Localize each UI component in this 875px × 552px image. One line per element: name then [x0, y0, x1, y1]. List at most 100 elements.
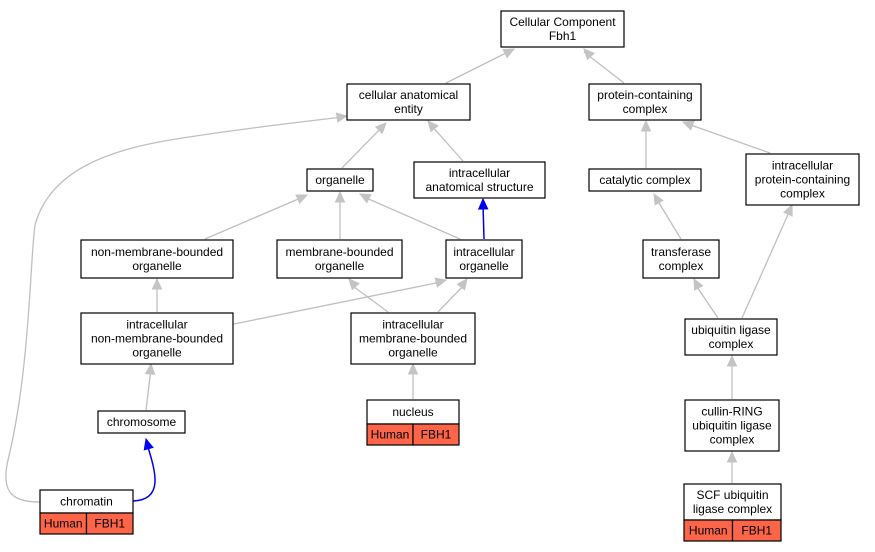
node-label-line: protein-containing — [755, 173, 850, 187]
edge-line — [430, 124, 464, 162]
node-catalytic[interactable]: catalytic complex — [588, 168, 702, 192]
node-label-line: entity — [394, 102, 423, 116]
node-label-line: intracellular — [126, 318, 187, 332]
edge-nucleus-to-intra_mem — [407, 362, 419, 399]
gene-tag — [412, 423, 460, 446]
arrow-head-icon — [502, 48, 516, 59]
node-label-line: membrane-bounded — [359, 332, 467, 346]
arrow-head-icon — [477, 197, 489, 210]
node-label-line: nucleus — [392, 405, 433, 419]
node-box — [80, 239, 234, 279]
edge-cell_anat-to-cc_fbh1 — [445, 48, 516, 84]
edge-line — [132, 443, 156, 502]
edge-intra_nonmem-to-intra_org — [233, 277, 448, 325]
arrow-head-icon — [348, 278, 360, 291]
arrow-head-icon — [726, 354, 738, 367]
edge-mem_org-to-organelle — [334, 190, 346, 239]
arrow-head-icon — [434, 277, 448, 288]
arrow-head-icon — [653, 192, 664, 206]
node-box — [306, 168, 374, 192]
node-label-line: complex — [710, 433, 755, 447]
node-label-line: anatomical structure — [425, 180, 533, 194]
node-box — [684, 318, 778, 356]
arrow-head-icon — [583, 48, 595, 61]
arrow-head-icon — [334, 190, 346, 203]
node-label-line: Fbh1 — [549, 29, 577, 43]
node-label-line: ubiquitin ligase — [692, 419, 772, 433]
node-label-line: intracellular — [772, 159, 833, 173]
edge-cullin-to-ubiq — [726, 354, 738, 399]
edge-scf-to-cullin — [726, 450, 738, 483]
edge-intra_org-to-organelle — [358, 193, 461, 240]
node-label-line: membrane-bounded — [285, 245, 393, 259]
node-label-line: chromosome — [107, 415, 177, 429]
edge-chromatin-to-chromosome — [132, 437, 156, 502]
node-box — [500, 10, 625, 48]
edge-organelle-to-cell_anat — [341, 122, 387, 169]
node-label-line: SCF ubiquitin — [696, 488, 768, 502]
node-label-line: non-membrane-bounded — [91, 332, 223, 346]
arrow-head-icon — [640, 119, 652, 132]
edge-line — [341, 124, 385, 169]
node-label-line: complex — [780, 187, 825, 201]
arrow-head-icon — [374, 122, 387, 135]
node-label-line: protein-containing — [597, 88, 692, 102]
species-tag-label: Human — [371, 428, 410, 442]
edge-line — [655, 197, 682, 240]
node-chromosome[interactable]: chromosome — [97, 410, 186, 434]
edges-layer — [5, 48, 793, 503]
edge-line — [445, 49, 513, 84]
node-box — [80, 312, 234, 365]
arrow-head-icon — [295, 194, 309, 205]
node-label-line: organelle — [315, 173, 365, 187]
node-label-line: organelle — [388, 346, 438, 360]
node-label-line: ligase complex — [693, 502, 772, 516]
node-organelle[interactable]: organelle — [306, 168, 374, 192]
edge-line — [583, 51, 625, 84]
edge-ubiq-to-transferase — [693, 277, 719, 319]
node-label-line: organelle — [459, 259, 509, 273]
node-label-line: transferase — [651, 245, 711, 259]
edge-intra_mem-to-intra_org — [437, 278, 468, 313]
node-box — [350, 312, 476, 365]
species-tag-label: Human — [44, 517, 83, 531]
edge-chromosome-to-intra_nonmem — [144, 362, 156, 411]
arrow-head-icon — [783, 203, 793, 217]
gene-tag — [85, 512, 134, 535]
node-label-line: Cellular Component — [509, 15, 616, 29]
arrow-head-icon — [427, 120, 439, 133]
gene-tag — [731, 519, 782, 542]
arrow-head-icon — [681, 120, 695, 131]
arrow-head-icon — [407, 362, 419, 375]
node-box — [642, 239, 720, 279]
node-label-line: complex — [623, 102, 668, 116]
edge-line — [437, 283, 466, 313]
gene-tag-label: FBH1 — [741, 524, 772, 538]
node-intra-nonmem[interactable]: intracellularnon-membrane-boundedorganel… — [80, 312, 234, 365]
edge-line — [233, 281, 442, 325]
edge-intra_anat-to-cell_anat — [427, 120, 464, 162]
edge-chromatin-to-cell_anat — [5, 112, 349, 503]
edge-intra_prot-to-prot_complex — [681, 120, 771, 154]
node-box — [588, 168, 702, 192]
node-label-line: cellular anatomical — [359, 88, 458, 102]
node-label-line: organelle — [132, 259, 182, 273]
